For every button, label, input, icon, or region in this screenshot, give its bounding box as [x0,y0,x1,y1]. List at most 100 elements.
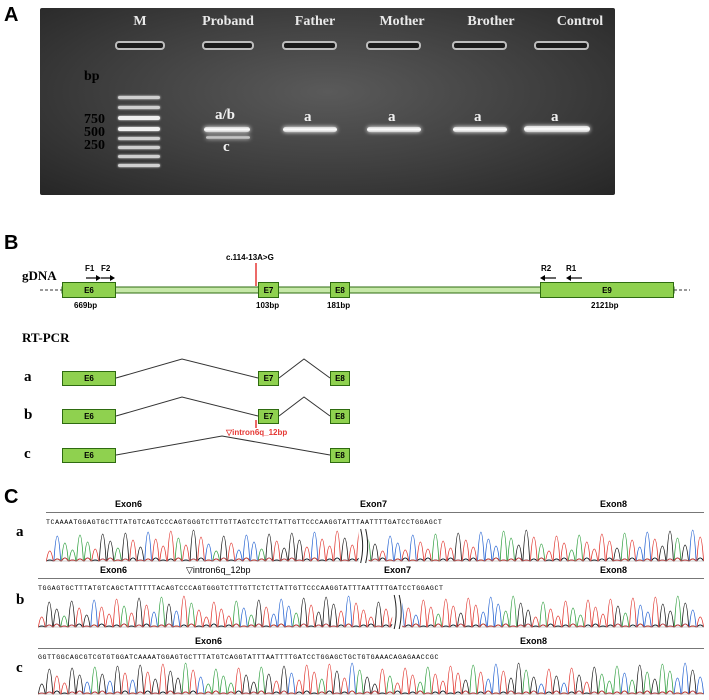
isoform-b-e7: E7 [258,409,279,424]
ladder-band [118,106,160,109]
sequence-break-icon [358,527,369,565]
trace-channel-g [46,529,704,562]
panel-c-letter: C [4,486,19,508]
well-mother [366,41,421,50]
band-label-mother: a [388,109,396,125]
band-label-proband-ab: a/b [215,107,236,123]
isoform-a-e6: E6 [62,371,116,386]
primer-f1-label: F1 [85,264,95,273]
primer-f2-label: F2 [101,264,111,273]
r2-arrow-head-icon [540,275,545,281]
band-control [524,126,590,132]
insertion-label: ▽intron6q_12bp [226,428,288,437]
primer-r2-label: R2 [541,264,552,273]
isoform-b-e8: E8 [330,409,350,424]
trace-b-region-exon6: Exon6 [100,565,128,575]
band-label-brother: a [474,109,482,125]
isoform-b-label: b [24,407,33,423]
gdna-exon-e8: E8 [330,282,350,298]
trace-b-chromatogram [38,593,704,631]
isoform-c-e8: E8 [330,448,350,463]
trace-c-sequence: GGTTGGCAGCGTCGTGTGGATCAAAATGGAGTGCTTTATG… [38,654,440,661]
trace-c-chromatogram [38,662,704,695]
ladder-band [118,96,160,99]
lane-title-father: Father [294,14,336,29]
band-label-control: a [551,109,559,125]
isoform-a-e8: E8 [330,371,350,386]
trace-b-sequence: TGGAGTGCTTTATGTCAGCTATTTTTACAGTCCCAGTGGG… [38,585,444,592]
f1-arrow-head-icon [96,275,101,281]
lane-title-proband: Proband [202,14,254,29]
trace-a-region-exon7: Exon7 [360,499,388,509]
isoform-b-splice-e6-e7 [115,396,259,417]
isoform-a-e7: E7 [258,371,279,386]
trace-a-region-bracket [46,512,704,513]
isoform-c-splice-e6-e8 [115,435,331,456]
isoform-a-label: a [24,369,32,385]
trace-channel-t [46,529,704,562]
trace-a-chromatogram [46,527,704,565]
ladder-band [118,127,160,131]
trace-c-label: c [16,660,23,676]
gdna-exon-e9: E9 [540,282,674,298]
trace-b-region-exon7: Exon7 [384,565,412,575]
band-proband-upper [204,127,250,132]
panel-b-letter: B [4,232,19,254]
lane-title-brother: Brother [467,14,515,29]
isoform-b-splice-e7-e8 [278,396,331,417]
trace-c-region-exon6: Exon6 [195,636,223,646]
isoform-b-e6: E6 [62,409,116,424]
trace-c-region-bracket [38,648,704,649]
gene-structure-diagram [40,263,690,456]
trace-channel-g [38,596,704,628]
ladder-band [118,155,160,158]
lane-title-control: Control [556,14,604,29]
band-label-proband-c: c [223,139,230,155]
primer-r1-label: R1 [566,264,577,273]
lane-title-marker: M [133,14,147,29]
band-mother [367,127,421,132]
size-e7: 103bp [256,301,280,310]
rtpcr-label: RT-PCR [22,330,70,345]
sequence-break-mark [365,528,369,564]
r1-arrow-head-icon [566,275,571,281]
isoform-c-e6: E6 [62,448,116,463]
ladder-label-250: 250 [84,138,105,153]
well-father [282,41,337,50]
trace-a-label: a [16,524,24,540]
sequence-break-mark [398,594,402,630]
isoform-a-splice-e7-e8 [278,358,331,379]
well-marker [115,41,165,50]
band-father [283,127,337,132]
gdna-exon-e6: E6 [62,282,116,298]
well-control [534,41,589,50]
trace-a-sequence: TCAAAATGGAGTGCTTTATGTCAGTCCCAGTGGGTCTTTG… [46,519,443,526]
trace-b-region-bracket [38,578,704,579]
band-label-father: a [304,109,312,125]
agarose-gel-image: M Proband Father Mother Brother Control … [40,8,615,195]
trace-b-region-insertion: ▽intron6q_12bp [186,565,251,575]
trace-a-region-exon6: Exon6 [115,499,143,509]
size-e8: 181bp [327,301,351,310]
gdna-exon-e7: E7 [258,282,279,298]
trace-b-label: b [16,592,25,608]
gdna-label: gDNA [22,268,57,283]
trace-channel-g [38,662,704,695]
sequence-break-mark [360,528,364,564]
band-brother [453,127,507,132]
panel-a-letter: A [4,4,19,26]
ladder-band [118,164,160,167]
mutation-label: c.114-13A>G [226,253,274,262]
lane-title-mother: Mother [379,14,425,29]
sequence-break-mark [393,594,397,630]
trace-b-region-exon8: Exon8 [600,565,628,575]
trace-a-region-exon8: Exon8 [600,499,628,509]
trace-c-region-exon8: Exon8 [520,636,548,646]
band-proband-lower [206,136,250,139]
ladder-band [118,116,160,120]
bp-unit-label: bp [84,69,100,84]
isoform-a-splice-e6-e7 [115,358,259,379]
size-e9: 2121bp [591,301,619,310]
f2-arrow-head-icon [110,275,115,281]
well-brother [452,41,507,50]
